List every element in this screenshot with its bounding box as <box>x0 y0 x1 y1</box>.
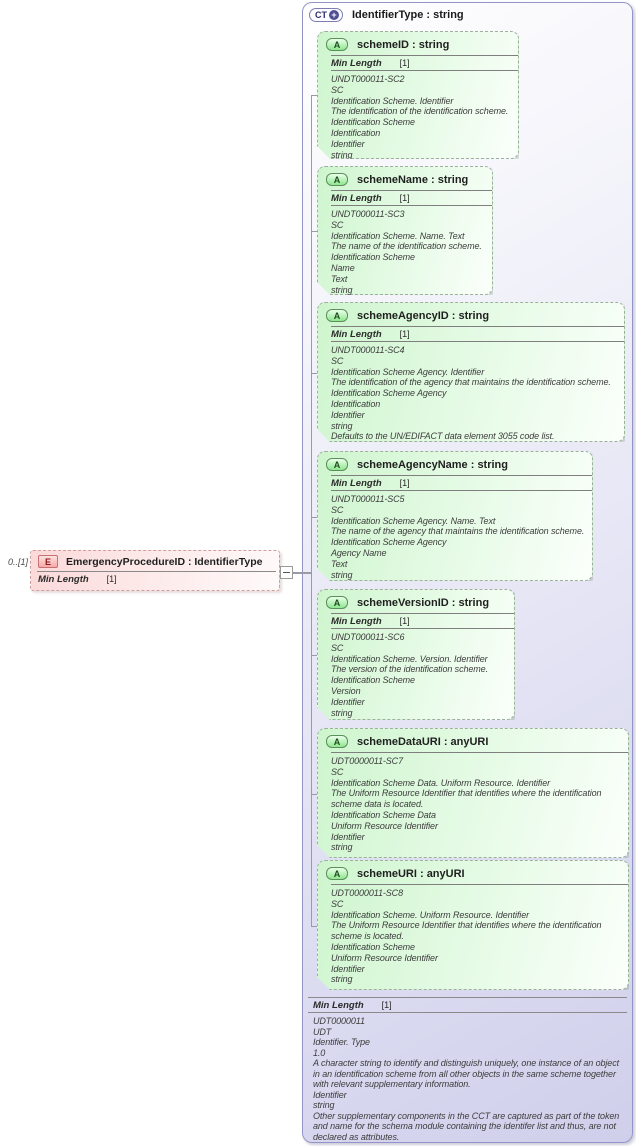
connector-stub <box>311 794 318 795</box>
element-box-emergencyprocedureid[interactable]: E EmergencyProcedureID : IdentifierType … <box>30 550 280 591</box>
complextype-annotation: UDT0000011 UDT Identifier. Type 1.0 A ch… <box>313 1016 620 1142</box>
element-title: EmergencyProcedureID : IdentifierType <box>66 555 263 568</box>
attribute-annotation: UNDT000011-SC5 SC Identification Scheme … <box>331 494 585 580</box>
attribute-box-schemeversionid[interactable]: A schemeVersionID : string Min Length [1… <box>317 589 515 720</box>
attribute-box-schemename[interactable]: A schemeName : string Min Length [1] UND… <box>317 166 493 295</box>
attribute-header[interactable]: A schemeDataURI : anyURI <box>318 729 628 752</box>
connector-stub <box>311 373 318 374</box>
attribute-header[interactable]: A schemeVersionID : string <box>318 590 514 613</box>
complextype-badge-icon: CT + <box>309 8 343 22</box>
attribute-header[interactable]: A schemeAgencyName : string <box>318 452 592 475</box>
attribute-title: schemeAgencyID : string <box>357 309 490 322</box>
attribute-title: schemeID : string <box>357 38 450 51</box>
connector-element-to-type <box>293 572 311 573</box>
element-badge-icon: E <box>38 555 58 568</box>
facet-value: [1] <box>106 574 117 584</box>
connector-stub <box>311 655 318 656</box>
divider <box>331 70 518 71</box>
attribute-badge-icon: A <box>326 173 348 186</box>
divider <box>331 190 492 191</box>
facet-row: Min Length [1] <box>331 58 410 69</box>
divider <box>308 1012 627 1013</box>
attribute-box-schemeuri[interactable]: A schemeURI : anyURI UDT0000011-SC8 SC I… <box>317 860 629 990</box>
attribute-badge-icon: A <box>326 309 348 322</box>
attribute-badge-icon: A <box>326 735 348 748</box>
element-facet-row: Min Length [1] <box>31 572 279 586</box>
divider <box>331 884 628 885</box>
attribute-badge-icon: A <box>326 596 348 609</box>
attribute-box-schemeid[interactable]: A schemeID : string Min Length [1] UNDT0… <box>317 31 519 159</box>
attribute-title: schemeName : string <box>357 173 469 186</box>
attribute-header[interactable]: A schemeAgencyID : string <box>318 303 624 326</box>
divider <box>37 571 276 572</box>
complextype-header[interactable]: CT + IdentifierType : string <box>303 3 632 25</box>
collapse-icon[interactable] <box>280 566 293 579</box>
minus-icon <box>283 572 290 573</box>
connector-trunk <box>311 95 312 926</box>
divider <box>331 490 592 491</box>
attribute-title: schemeAgencyName : string <box>357 458 508 471</box>
attribute-annotation: UDT0000011-SC7 SC Identification Scheme … <box>331 756 602 853</box>
divider <box>331 205 492 206</box>
attribute-annotation: UNDT000011-SC6 SC Identification Scheme.… <box>331 632 488 718</box>
facet-row: Min Length [1] <box>331 329 410 340</box>
attribute-box-schemedatauri[interactable]: A schemeDataURI : anyURI UDT0000011-SC7 … <box>317 728 629 858</box>
element-header[interactable]: E EmergencyProcedureID : IdentifierType <box>31 551 279 571</box>
facet-row: Min Length [1] <box>331 193 410 204</box>
attribute-header[interactable]: A schemeID : string <box>318 32 518 55</box>
attribute-badge-icon: A <box>326 867 348 880</box>
attribute-badge-icon: A <box>326 38 348 51</box>
connector-stub <box>311 926 318 927</box>
attribute-annotation: UNDT000011-SC2 SC Identification Scheme.… <box>331 74 509 160</box>
attribute-box-schemeagencyname[interactable]: A schemeAgencyName : string Min Length [… <box>317 451 593 581</box>
divider <box>331 55 518 56</box>
attribute-title: schemeVersionID : string <box>357 596 490 609</box>
attribute-annotation: UNDT000011-SC4 SC Identification Scheme … <box>331 345 611 442</box>
divider <box>331 752 628 753</box>
complextype-title: IdentifierType : string <box>352 9 464 21</box>
divider <box>331 613 514 614</box>
attribute-annotation: UNDT000011-SC3 SC Identification Scheme.… <box>331 209 482 295</box>
divider <box>331 341 624 342</box>
divider <box>331 326 624 327</box>
attribute-box-schemeagencyid[interactable]: A schemeAgencyID : string Min Length [1]… <box>317 302 625 442</box>
facet-row: Min Length [1] <box>331 478 410 489</box>
attribute-title: schemeURI : anyURI <box>357 867 465 880</box>
facet-row: Min Length [1] <box>313 1000 392 1011</box>
connector-stub <box>311 517 318 518</box>
connector-stub <box>311 231 318 232</box>
complextype-facet-section: Min Length [1] UDT0000011 UDT Identifier… <box>307 997 628 1145</box>
divider <box>331 628 514 629</box>
facet-row: Min Length [1] <box>331 616 410 627</box>
facet-name: Min Length <box>38 574 89 585</box>
divider <box>331 475 592 476</box>
connector-stub <box>311 95 318 96</box>
connector-entry <box>292 573 311 574</box>
attribute-header[interactable]: A schemeName : string <box>318 167 492 190</box>
attribute-annotation: UDT0000011-SC8 SC Identification Scheme.… <box>331 888 602 985</box>
attribute-title: schemeDataURI : anyURI <box>357 735 489 748</box>
attribute-badge-icon: A <box>326 458 348 471</box>
attribute-header[interactable]: A schemeURI : anyURI <box>318 861 628 884</box>
complextype-box-identifiertype[interactable]: CT + IdentifierType : string A schemeID … <box>292 2 633 1145</box>
divider <box>308 997 627 998</box>
plus-icon: + <box>329 10 339 20</box>
cardinality-label: 0..[1] <box>7 557 28 567</box>
